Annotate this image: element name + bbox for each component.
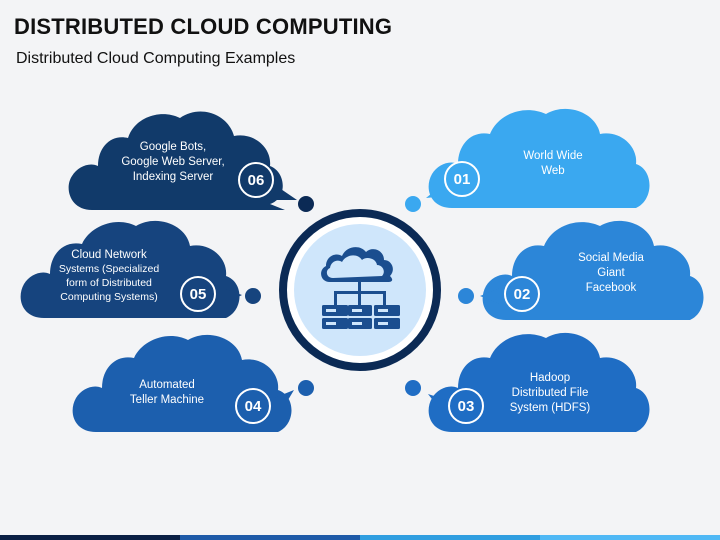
badge-02: 02 xyxy=(504,276,540,312)
badge-03: 03 xyxy=(448,388,484,424)
badge-06: 06 xyxy=(238,162,274,198)
slide-subtitle: Distributed Cloud Computing Examples xyxy=(16,50,296,67)
cloud-05-text: Cloud Network Systems (Specialized form … xyxy=(58,249,160,303)
slide-title: DISTRIBUTED CLOUD COMPUTING xyxy=(14,14,393,39)
cloud-06-text: Google Bots,Google Web Server,Indexing S… xyxy=(121,141,225,183)
cloud-server-network-icon xyxy=(321,247,400,329)
badge-05: 05 xyxy=(180,276,216,312)
badge-04: 04 xyxy=(235,388,271,424)
cloud-01 xyxy=(405,108,650,212)
bottom-color-bar xyxy=(0,535,720,540)
badge-01: 01 xyxy=(444,161,480,197)
cloud-06 xyxy=(68,111,314,212)
